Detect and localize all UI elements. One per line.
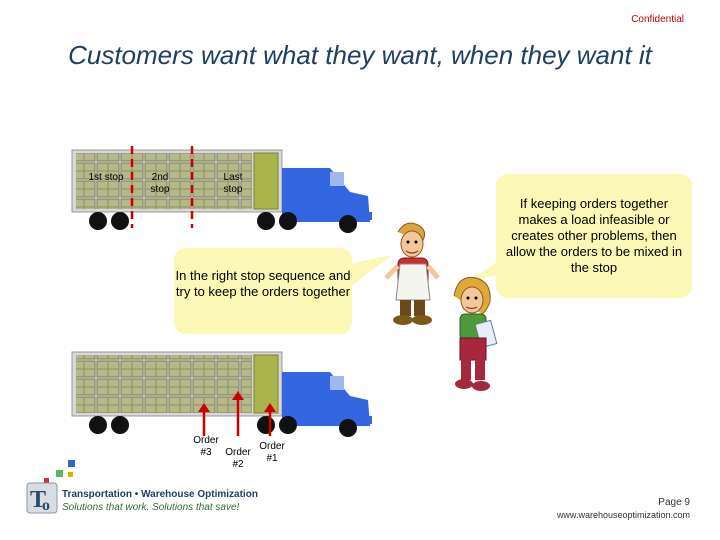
left-callout-tail <box>340 255 392 290</box>
svg-text:o: o <box>42 497 50 514</box>
left-callout: In the right stop sequence and try to ke… <box>174 248 352 334</box>
order-arrow <box>264 403 276 436</box>
slide-title: Customers want what they want, when they… <box>68 40 652 70</box>
order-label-1: Order #1 <box>259 441 285 464</box>
top-wheel <box>111 212 129 230</box>
website-url: www.warehouseoptimization.com <box>556 510 690 520</box>
top-truck-cab <box>282 168 370 222</box>
bottom-wheel <box>111 416 129 434</box>
logo-line-1: Transportation • Warehouse Optimization <box>62 489 258 500</box>
logo-tw-icon: T o <box>26 482 58 514</box>
right-callout: If keeping orders together makes a load … <box>496 174 692 298</box>
top-wheel <box>339 215 357 233</box>
svg-text:T: T <box>30 487 46 513</box>
woman-figure <box>453 276 498 391</box>
bottom-wheel <box>257 416 275 434</box>
bottom-green-box <box>253 354 279 414</box>
page-number: Page 9 <box>658 497 690 508</box>
order-arrow <box>232 391 244 436</box>
logo-squares <box>44 460 75 483</box>
order-label-3: Order #3 <box>193 435 219 458</box>
top-wheel <box>279 212 297 230</box>
bottom-wheel <box>89 416 107 434</box>
stop-label-1: 1st stop <box>88 172 124 183</box>
order-arrow <box>198 403 210 436</box>
man-figure <box>384 222 440 325</box>
top-wheel <box>257 212 275 230</box>
top-green-box <box>253 152 279 210</box>
stop-label-2: 2nd stop <box>150 172 170 195</box>
logo-line-2: Solutions that work. Solutions that save… <box>62 502 240 513</box>
confidential-label: Confidential <box>631 14 684 25</box>
stop-label-last: Last stop <box>223 172 243 195</box>
bottom-truck-cab <box>282 372 370 426</box>
bottom-wheel <box>279 416 297 434</box>
top-truck <box>71 146 372 233</box>
bottom-wheel <box>339 419 357 437</box>
order-label-2: Order #2 <box>225 447 251 470</box>
bottom-truck <box>71 351 372 437</box>
top-wheel <box>89 212 107 230</box>
